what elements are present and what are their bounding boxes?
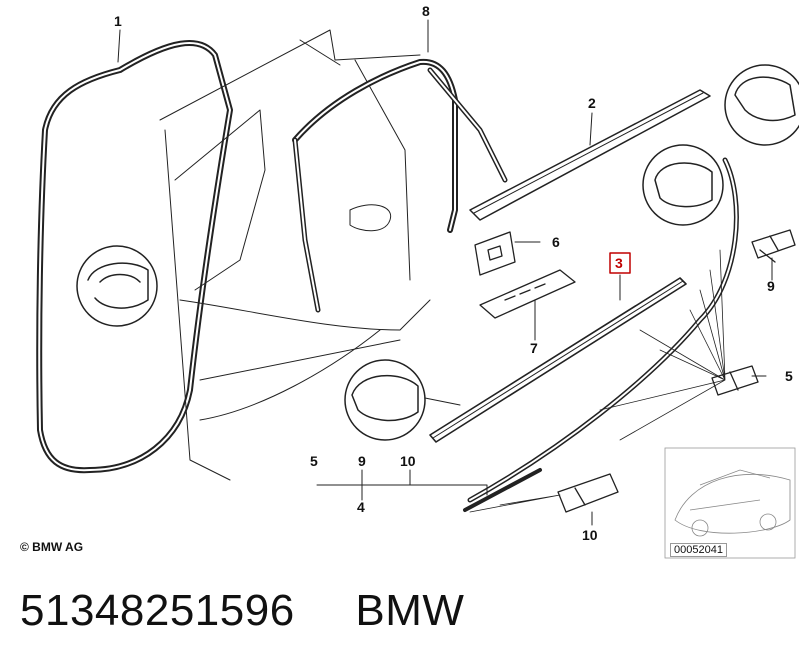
callout-leader-lines — [117, 19, 773, 526]
diagram-reference-number: 00052041 — [670, 543, 727, 557]
callout-7: 7 — [530, 340, 538, 356]
window-trim-strip-part — [469, 89, 711, 221]
detail-circle-moulding-upper — [642, 144, 724, 226]
part-number: 51348251596 — [20, 586, 295, 635]
callout-8: 8 — [422, 3, 430, 19]
callout-3-highlight-box — [609, 252, 631, 274]
callout-3: 3 — [615, 255, 623, 271]
detail-circle-seal — [76, 245, 158, 327]
window-seal-part — [292, 58, 508, 313]
clip-part-5 — [711, 365, 759, 396]
door-outline — [159, 29, 431, 481]
parts-diagram: 1 8 2 6 3 9 7 5 5 9 10 4 10 — [36, 3, 799, 559]
clip-part-9 — [751, 229, 796, 263]
callout-9-group: 9 — [358, 453, 366, 469]
bracket-part — [474, 231, 516, 276]
clip-part-10 — [557, 473, 619, 513]
callout-5-right: 5 — [785, 368, 793, 384]
callout-5-group: 5 — [310, 453, 318, 469]
clip-rail-part — [479, 269, 576, 319]
part-caption: 51348251596 BMW — [20, 586, 464, 636]
curved-moulding-part — [463, 157, 739, 512]
callout-2: 2 — [588, 95, 596, 111]
callout-6: 6 — [552, 234, 560, 250]
callout-10-bottom: 10 — [582, 527, 598, 543]
callout-4: 4 — [357, 499, 365, 515]
callout-1: 1 — [114, 13, 122, 29]
door-seal-part — [36, 40, 233, 474]
callout-9-right: 9 — [767, 278, 775, 294]
brand-name: BMW — [355, 586, 465, 635]
copyright-notice: © BMW AG — [20, 540, 84, 554]
door-moulding-part — [429, 277, 687, 443]
leader-fan-lines — [469, 249, 726, 513]
detail-circle-window-trim — [724, 64, 799, 146]
detail-circle-moulding-lower — [344, 359, 426, 441]
vehicle-thumbnail — [664, 447, 796, 559]
callout-10-group: 10 — [400, 453, 416, 469]
